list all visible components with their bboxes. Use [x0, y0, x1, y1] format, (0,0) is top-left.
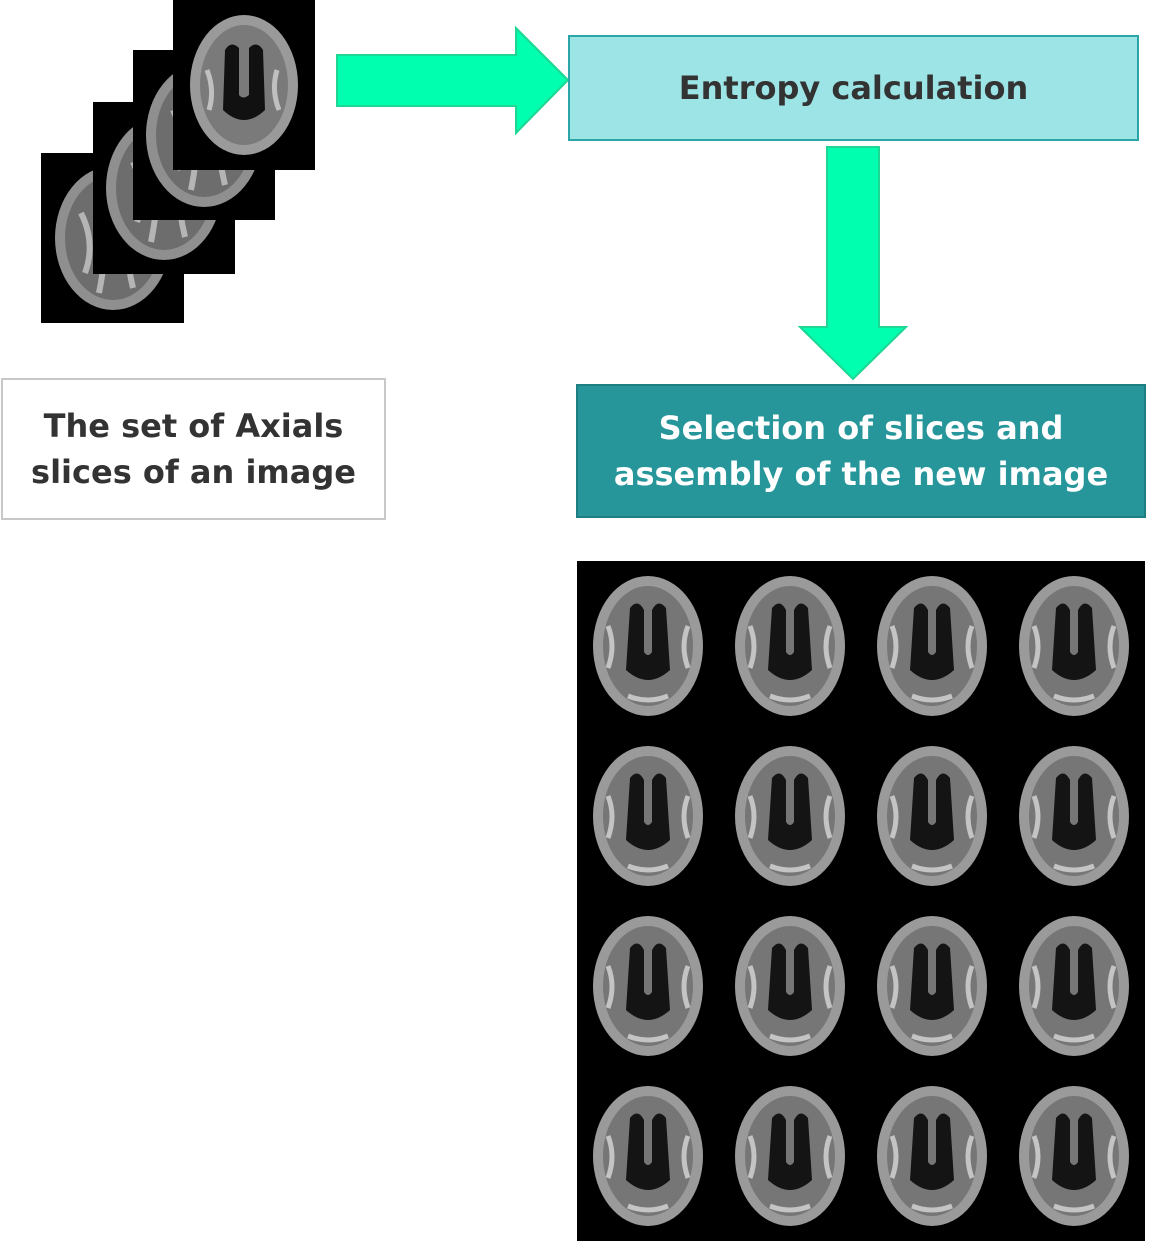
brain-slice-3 — [877, 576, 987, 716]
arrow-down — [797, 146, 909, 381]
brain-slice-5 — [593, 746, 703, 886]
brain-slice-10 — [735, 916, 845, 1056]
mosaic-grid — [593, 576, 1129, 1226]
brain-slice-16 — [1019, 1086, 1129, 1226]
brain-slice-7 — [877, 746, 987, 886]
brain-slice-9 — [593, 916, 703, 1056]
assembled-image-mosaic — [577, 561, 1145, 1241]
brain-slice-14 — [735, 1086, 845, 1226]
brain-slice-6 — [735, 746, 845, 886]
entropy-calculation-box: Entropy calculation — [568, 35, 1139, 141]
brain-image — [190, 15, 298, 155]
brain-slice-12 — [1019, 916, 1129, 1056]
axial-slices-label: The set of Axials slices of an image — [31, 407, 356, 491]
brain-slice-11 — [877, 916, 987, 1056]
brain-slice-15 — [877, 1086, 987, 1226]
brain-slice-13 — [593, 1086, 703, 1226]
slice-selection-label: Selection of slices and assembly of the … — [613, 409, 1109, 493]
arrow-right — [336, 25, 570, 136]
brain-slice-8 — [1019, 746, 1129, 886]
brain-slice-4 — [1019, 576, 1129, 716]
axial-slice-stack — [0, 0, 330, 330]
slice-selection-box: Selection of slices and assembly of the … — [576, 384, 1146, 518]
brain-slice-2 — [735, 576, 845, 716]
axial-slices-box: The set of Axials slices of an image — [1, 378, 386, 520]
axial-slice — [173, 0, 315, 170]
brain-slice-1 — [593, 576, 703, 716]
entropy-calculation-label: Entropy calculation — [678, 69, 1029, 107]
